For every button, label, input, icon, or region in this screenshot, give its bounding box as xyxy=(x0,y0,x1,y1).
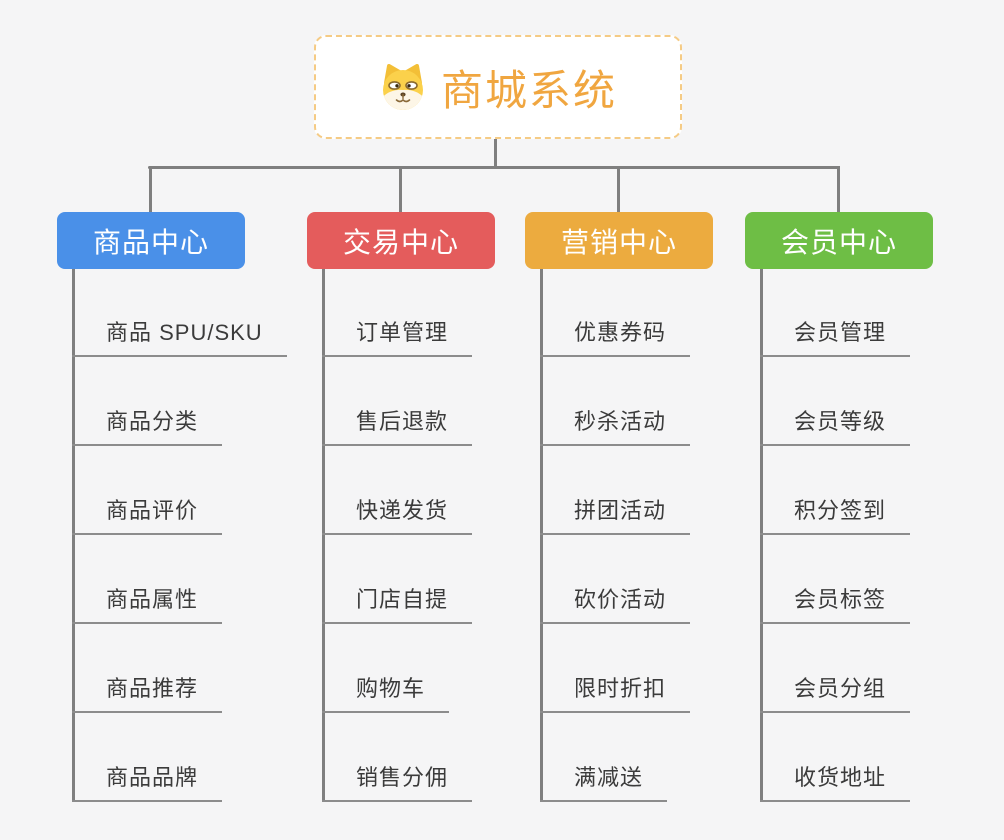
connector-drop-line-3 xyxy=(617,166,620,212)
leaf-node-3-5[interactable]: 限时折扣 xyxy=(540,669,691,713)
root-stem-line xyxy=(494,139,497,169)
leaf-node-3-1[interactable]: 优惠券码 xyxy=(540,313,691,357)
branch-trunk-line-1 xyxy=(72,269,75,802)
root-title: 商城系统 xyxy=(440,66,617,114)
branch-node-3[interactable]: 营销中心 xyxy=(525,212,713,269)
connector-crossbar-line xyxy=(148,166,840,169)
leaf-node-1-5[interactable]: 商品推荐 xyxy=(72,669,223,713)
leaf-node-1-2[interactable]: 商品分类 xyxy=(72,402,223,446)
connector-drop-line-1 xyxy=(149,166,152,212)
leaf-node-1-6[interactable]: 商品品牌 xyxy=(72,758,223,802)
root-node[interactable]: 商城系统 xyxy=(314,35,682,139)
branch-node-1[interactable]: 商品中心 xyxy=(57,212,245,269)
branch-trunk-line-3 xyxy=(540,269,543,802)
branch-node-2[interactable]: 交易中心 xyxy=(307,212,495,269)
leaf-node-1-1[interactable]: 商品 SPU/SKU xyxy=(72,313,287,357)
leaf-node-2-4[interactable]: 门店自提 xyxy=(322,580,473,624)
leaf-node-2-5[interactable]: 购物车 xyxy=(322,669,450,713)
branch-label: 会员中心 xyxy=(780,226,897,258)
leaf-node-4-3[interactable]: 积分签到 xyxy=(760,491,911,535)
leaf-node-2-1[interactable]: 订单管理 xyxy=(322,313,473,357)
leaf-node-3-4[interactable]: 砍价活动 xyxy=(540,580,691,624)
leaf-node-3-2[interactable]: 秒杀活动 xyxy=(540,402,691,446)
leaf-node-3-3[interactable]: 拼团活动 xyxy=(540,491,691,535)
branch-node-4[interactable]: 会员中心 xyxy=(745,212,933,269)
leaf-node-4-5[interactable]: 会员分组 xyxy=(760,669,911,713)
branch-label: 交易中心 xyxy=(342,226,459,258)
leaf-node-2-3[interactable]: 快递发货 xyxy=(322,491,473,535)
leaf-node-4-1[interactable]: 会员管理 xyxy=(760,313,911,357)
leaf-node-4-2[interactable]: 会员等级 xyxy=(760,402,911,446)
leaf-node-4-4[interactable]: 会员标签 xyxy=(760,580,911,624)
branch-label: 商品中心 xyxy=(92,226,209,258)
shiba-dog-icon xyxy=(382,64,423,110)
leaf-node-1-4[interactable]: 商品属性 xyxy=(72,580,223,624)
branch-trunk-line-4 xyxy=(760,269,763,802)
leaf-node-3-6[interactable]: 满减送 xyxy=(540,758,668,802)
connector-drop-line-4 xyxy=(837,166,840,212)
leaf-node-2-6[interactable]: 销售分佣 xyxy=(322,758,473,802)
connector-drop-line-2 xyxy=(399,166,402,212)
branch-trunk-line-2 xyxy=(322,269,325,802)
leaf-node-2-2[interactable]: 售后退款 xyxy=(322,402,473,446)
leaf-node-4-6[interactable]: 收货地址 xyxy=(760,758,911,802)
branch-label: 营销中心 xyxy=(560,226,677,258)
leaf-node-1-3[interactable]: 商品评价 xyxy=(72,491,223,535)
